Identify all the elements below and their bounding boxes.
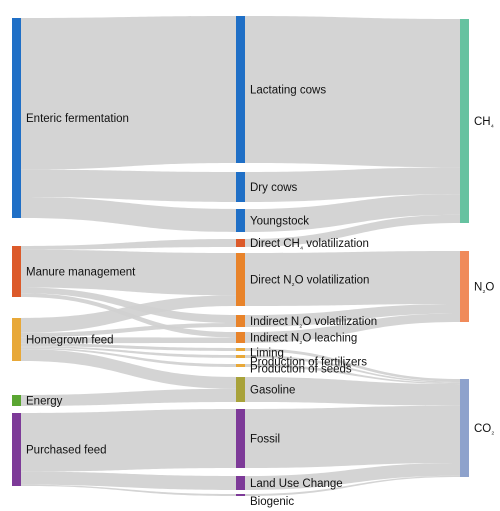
- node-label-direct_ch4: Direct CH₄​ volatilization: [250, 238, 369, 251]
- node-label-indirect_leach: Indirect N₂​O leaching: [250, 333, 357, 346]
- link-homegrown-to-direct_n2o[interactable]: [21, 295, 236, 333]
- node-ch4[interactable]: [460, 19, 469, 223]
- node-label-dry: Dry cows: [250, 182, 298, 194]
- link-purchased-to-biogenic[interactable]: [21, 484, 236, 496]
- node-purchased[interactable]: [12, 413, 21, 486]
- link-seeds-to-co2[interactable]: [245, 364, 460, 385]
- node-luc[interactable]: [236, 476, 245, 490]
- node-label-n2o: N₂​O: [474, 282, 494, 295]
- node-energy[interactable]: [12, 395, 21, 406]
- node-label-homegrown: Homegrown feed: [26, 335, 114, 347]
- link-direct_ch4-to-ch4[interactable]: [245, 214, 460, 247]
- links-layer: [21, 16, 460, 496]
- link-indirect_leach-to-n2o[interactable]: [245, 313, 460, 343]
- nodes-layer: [12, 16, 469, 496]
- node-label-lactating: Lactating cows: [250, 85, 326, 97]
- node-label-ch4: CH₄​: [474, 116, 494, 129]
- link-indirect_vol-to-n2o[interactable]: [245, 303, 460, 327]
- node-gasoline[interactable]: [236, 377, 245, 402]
- node-label-enteric: Enteric fermentation: [26, 113, 129, 125]
- link-liming-to-co2[interactable]: [245, 348, 460, 382]
- node-label-purchased: Purchased feed: [26, 445, 107, 457]
- link-enteric-to-young[interactable]: [21, 196, 236, 232]
- node-fossil[interactable]: [236, 409, 245, 468]
- node-fertilizers[interactable]: [236, 355, 245, 358]
- node-co2[interactable]: [460, 379, 469, 477]
- link-homegrown-to-gasoline[interactable]: [21, 349, 236, 389]
- link-lactating-to-ch4[interactable]: [245, 16, 460, 168]
- node-direct_ch4[interactable]: [236, 239, 245, 247]
- node-biogenic[interactable]: [236, 494, 245, 496]
- link-homegrown-to-fertilizers[interactable]: [21, 346, 236, 358]
- node-label-young: Youngstock: [250, 216, 309, 228]
- link-manure-to-indirect_vol[interactable]: [21, 287, 236, 323]
- node-label-luc: Land Use Change: [250, 478, 343, 490]
- link-purchased-to-luc[interactable]: [21, 471, 236, 490]
- link-homegrown-to-seeds[interactable]: [21, 347, 236, 367]
- node-label-manure: Manure management: [26, 267, 136, 279]
- link-enteric-to-dry[interactable]: [21, 169, 236, 202]
- node-label-energy: Energy: [26, 396, 63, 408]
- node-lactating[interactable]: [236, 16, 245, 163]
- link-manure-to-direct_n2o[interactable]: [21, 249, 236, 296]
- node-direct_n2o[interactable]: [236, 253, 245, 306]
- link-direct_n2o-to-n2o[interactable]: [245, 251, 460, 306]
- link-manure-to-direct_ch4[interactable]: [21, 239, 236, 250]
- node-indirect_vol[interactable]: [236, 315, 245, 327]
- link-homegrown-to-liming[interactable]: [21, 343, 236, 351]
- node-dry[interactable]: [236, 172, 245, 202]
- link-purchased-to-fossil[interactable]: [21, 409, 236, 472]
- node-label-liming: Liming: [250, 348, 284, 360]
- node-young[interactable]: [236, 209, 245, 232]
- link-luc-to-co2[interactable]: [245, 463, 460, 490]
- node-label-indirect_vol: Indirect N₂​O volatilization: [250, 316, 377, 329]
- link-fertilizers-to-co2[interactable]: [245, 355, 460, 383]
- node-label-seeds: Production of seeds: [250, 364, 352, 376]
- link-energy-to-gasoline[interactable]: [21, 388, 236, 406]
- link-biogenic-to-co2[interactable]: [245, 475, 460, 496]
- node-label-co2: CO₂​: [474, 423, 494, 436]
- link-fossil-to-co2[interactable]: [245, 405, 460, 468]
- node-n2o[interactable]: [460, 251, 469, 322]
- link-dry-to-ch4[interactable]: [245, 167, 460, 202]
- node-enteric[interactable]: [12, 18, 21, 218]
- node-label-direct_n2o: Direct N₂​O volatilization: [250, 275, 369, 288]
- node-label-biogenic: Biogenic: [250, 496, 294, 508]
- link-homegrown-to-indirect_leach[interactable]: [21, 337, 236, 344]
- node-seeds[interactable]: [236, 364, 245, 367]
- node-label-gasoline: Gasoline: [250, 385, 295, 397]
- link-young-to-ch4[interactable]: [245, 194, 460, 232]
- node-manure[interactable]: [12, 246, 21, 297]
- link-gasoline-to-co2[interactable]: [245, 377, 460, 406]
- link-homegrown-to-indirect_vol[interactable]: [21, 323, 236, 338]
- node-indirect_leach[interactable]: [236, 332, 245, 343]
- node-label-fertilizers: Production of fertilizers: [250, 357, 367, 369]
- link-enteric-to-lactating[interactable]: [21, 16, 236, 170]
- node-label-fossil: Fossil: [250, 434, 280, 446]
- node-liming[interactable]: [236, 348, 245, 351]
- node-homegrown[interactable]: [12, 318, 21, 361]
